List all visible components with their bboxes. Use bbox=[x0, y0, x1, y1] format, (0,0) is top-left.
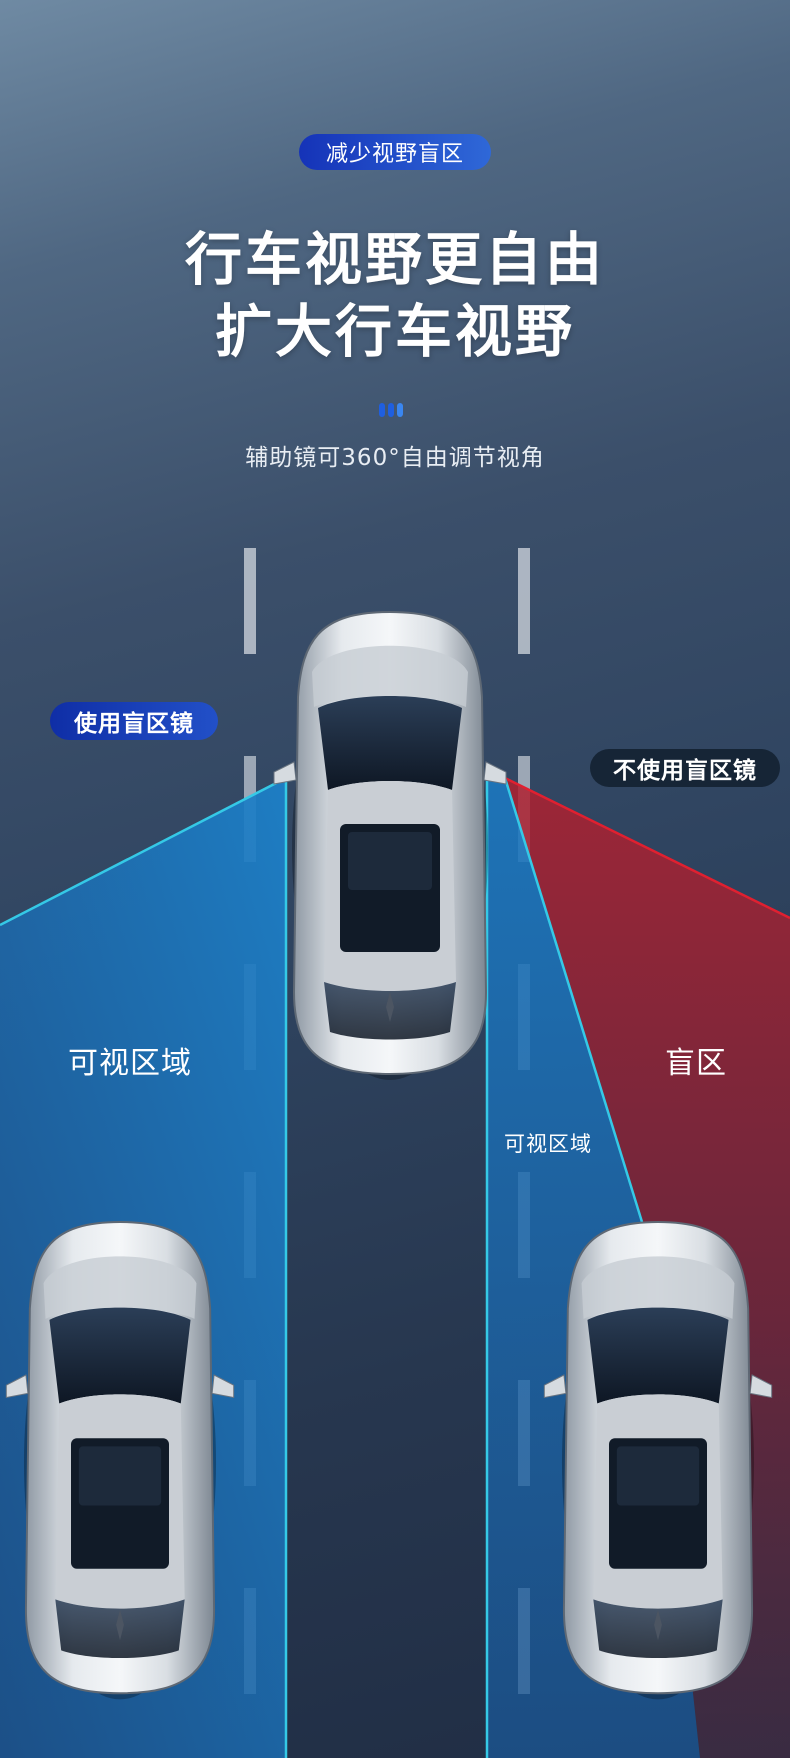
subtitle: 辅助镜可360°自由调节视角 bbox=[245, 445, 545, 471]
top-badge: 减少视野盲区 bbox=[299, 134, 491, 170]
headline-line-2: 扩大行车视野 bbox=[215, 299, 575, 365]
without-mirror-badge: 不使用盲区镜 bbox=[590, 749, 780, 787]
divider-marks bbox=[379, 403, 411, 417]
left-visible-zone-label: 可视区域 bbox=[68, 1046, 192, 1081]
headline-line-1: 行车视野更自由 bbox=[185, 227, 605, 293]
blind-zone-label: 盲区 bbox=[665, 1046, 727, 1081]
ego-car bbox=[273, 611, 507, 1081]
right-rear-car bbox=[543, 1220, 773, 1701]
with-mirror-badge: 使用盲区镜 bbox=[50, 702, 218, 740]
right-visible-zone-label: 可视区域 bbox=[504, 1132, 592, 1156]
left-rear-car bbox=[5, 1220, 235, 1701]
